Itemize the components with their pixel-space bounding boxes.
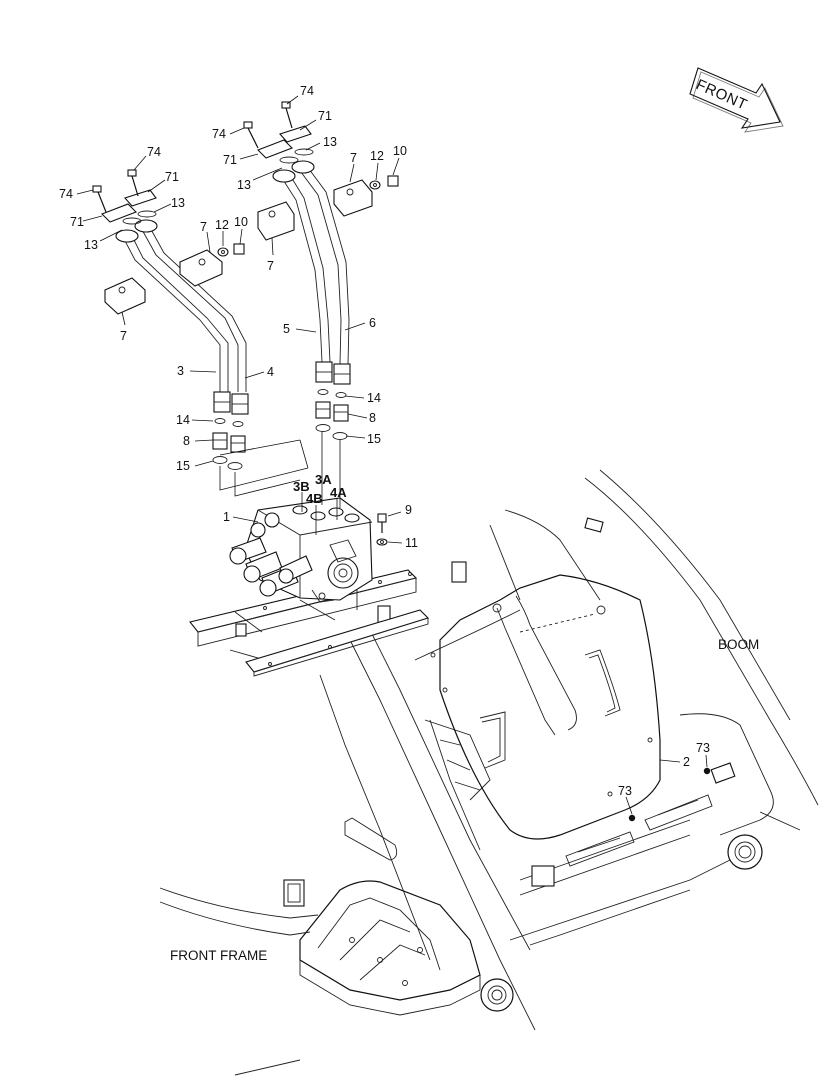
callout-c13: 74 xyxy=(212,127,226,141)
callout-c10: 7 xyxy=(120,329,127,343)
fittings-and-orings xyxy=(212,389,349,470)
callout-c32: 9 xyxy=(405,503,412,517)
boom-structure xyxy=(229,469,819,1031)
callout-c20: 7 xyxy=(267,259,274,273)
hydraulic-pipes-3-4 xyxy=(92,169,249,415)
port-label-4a: 4A xyxy=(330,485,347,500)
callout-c27: 15 xyxy=(176,459,190,473)
callout-c4: 71 xyxy=(165,170,179,184)
callout-leaders xyxy=(76,95,708,815)
bolt-73-upper xyxy=(703,767,711,775)
port-label-3a: 3A xyxy=(315,472,332,487)
callout-c2: 71 xyxy=(70,215,84,229)
cover-plate xyxy=(430,574,711,840)
pipe-clamps xyxy=(104,175,399,315)
assembly-guide-lines xyxy=(219,432,341,535)
callout-c11: 74 xyxy=(300,84,314,98)
callout-c33: 11 xyxy=(405,536,418,550)
callout-c17: 7 xyxy=(350,151,357,165)
callout-c31: 1 xyxy=(223,510,230,524)
callout-c15: 13 xyxy=(323,135,337,149)
callout-c29: 8 xyxy=(369,411,376,425)
callout-c21: 5 xyxy=(283,322,290,336)
callout-c24: 4 xyxy=(267,365,274,379)
front-frame-structure xyxy=(159,817,481,1076)
valve-spool-ends xyxy=(229,512,313,597)
callout-c18: 12 xyxy=(370,149,384,163)
valve-mounting-bolt xyxy=(376,513,388,546)
callout-c9: 10 xyxy=(234,215,248,229)
callout-c3: 74 xyxy=(147,145,161,159)
callout-c1: 74 xyxy=(59,187,73,201)
callout-c5: 13 xyxy=(171,196,185,210)
callout-c30: 15 xyxy=(367,432,381,446)
bolt-73-lower xyxy=(628,814,636,822)
control-valve xyxy=(229,497,373,603)
front-direction-arrow: FRONT xyxy=(689,67,784,133)
callout-c6: 13 xyxy=(84,238,98,252)
callout-c23: 3 xyxy=(177,364,184,378)
callout-c25: 14 xyxy=(176,413,190,427)
port-label-4b: 4B xyxy=(306,491,323,506)
callout-numbers: 74 71 74 71 13 13 7 12 10 7 74 71 74 71 … xyxy=(59,84,710,798)
callout-c36: 73 xyxy=(696,741,710,755)
callout-c34: 73 xyxy=(618,784,632,798)
boom-label: BOOM xyxy=(718,637,759,652)
callout-c35: 2 xyxy=(683,755,690,769)
hydraulic-pipes-5-6 xyxy=(243,101,351,385)
front-frame-label: FRONT FRAME xyxy=(170,948,267,963)
callout-c22: 6 xyxy=(369,316,376,330)
callout-c26: 8 xyxy=(183,434,190,448)
callout-c7: 7 xyxy=(200,220,207,234)
callout-c19: 10 xyxy=(393,144,407,158)
callout-c14: 71 xyxy=(223,153,237,167)
callout-c28: 14 xyxy=(367,391,381,405)
port-labels: 3B 3A 4B 4A xyxy=(293,472,347,506)
callout-c12: 71 xyxy=(318,109,332,123)
callout-c8: 12 xyxy=(215,218,229,232)
callout-c16: 13 xyxy=(237,178,251,192)
port-label-3b: 3B xyxy=(293,479,310,494)
